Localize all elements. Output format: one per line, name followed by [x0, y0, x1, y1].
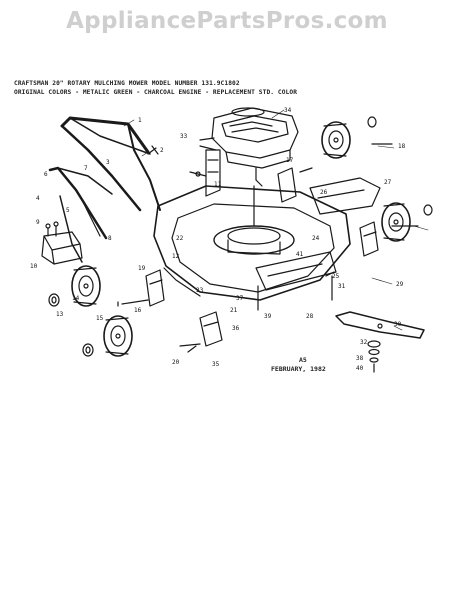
wheel-front-upper: [71, 265, 101, 307]
callout-4: 4: [36, 195, 40, 202]
control-box: [41, 221, 83, 265]
callout-25: 25: [332, 273, 340, 280]
callout-20: 20: [172, 359, 180, 366]
height-adjuster-mid: [179, 311, 223, 347]
callout-31: 31: [338, 283, 346, 290]
callout-3: 3: [106, 159, 110, 166]
callout-26: 26: [320, 189, 328, 196]
fasteners: [147, 143, 419, 353]
callout-23: 23: [196, 287, 204, 294]
wheel-rear-right: [321, 121, 351, 159]
callout-24: 24: [312, 235, 320, 242]
callout-32: 32: [360, 339, 368, 346]
callout-27: 27: [384, 179, 392, 186]
engine: [199, 107, 299, 187]
throttle-bracket: [189, 149, 221, 197]
wheel-rear-left: [381, 202, 411, 242]
callout-28: 28: [306, 313, 314, 320]
rear-skirt: [255, 251, 337, 311]
callout-33: 33: [180, 133, 188, 140]
hub-caps: [48, 116, 433, 357]
callout-10: 10: [30, 263, 38, 270]
height-adjuster-front: [117, 269, 165, 307]
callout-35: 35: [212, 361, 220, 368]
callout-40: 40: [356, 365, 364, 372]
callout-14: 14: [72, 295, 80, 302]
diagram-code: A5: [299, 356, 307, 364]
callout-8: 8: [108, 235, 112, 242]
diagram-date: FEBRUARY, 1982: [271, 365, 326, 373]
callout-16: 16: [134, 307, 142, 314]
lower-handle: [48, 166, 113, 263]
wheel-front-lower: [103, 315, 133, 357]
callout-34: 34: [284, 107, 292, 114]
mower-deck: [153, 185, 351, 301]
callout-6: 6: [44, 171, 48, 178]
callout-21: 21: [230, 307, 238, 314]
blade: [335, 311, 425, 339]
callout-37: 37: [236, 295, 244, 302]
callout-7: 7: [84, 165, 88, 172]
callout-19: 19: [138, 265, 146, 272]
callout-11: 11: [214, 181, 222, 188]
callout-numbers: 1 2 3 4 5 6 7 8 9 10 11 12 13 14 15 16 1…: [30, 107, 406, 372]
callout-12: 12: [172, 253, 180, 260]
callout-2: 2: [160, 147, 164, 154]
discharge-chute: [309, 177, 381, 215]
diagram-subtitle: ORIGINAL COLORS - METALIC GREEN - CHARCO…: [14, 89, 298, 96]
callout-5: 5: [66, 207, 70, 214]
callout-1: 1: [138, 117, 142, 124]
callout-15: 15: [96, 315, 104, 322]
callout-38: 38: [356, 355, 364, 362]
callout-22: 22: [176, 235, 184, 242]
callout-9: 9: [36, 219, 40, 226]
upper-handle: [60, 116, 161, 212]
callout-30: 30: [394, 321, 402, 328]
callout-41: 41: [296, 251, 304, 258]
height-adjuster-rear: [277, 167, 379, 257]
callout-39: 39: [264, 313, 272, 320]
diagram-title: CRAFTSMAN 20" ROTARY MULCHING MOWER MODE…: [14, 80, 240, 87]
callout-36: 36: [232, 325, 240, 332]
callout-17: 17: [286, 157, 294, 164]
leader-lines: [123, 109, 429, 331]
callout-18: 18: [398, 143, 406, 150]
watermark-logo: AppliancePartsPros.com: [66, 8, 388, 34]
callout-29: 29: [396, 281, 404, 288]
callout-13: 13: [56, 311, 64, 318]
blade-adapter: [367, 340, 381, 373]
